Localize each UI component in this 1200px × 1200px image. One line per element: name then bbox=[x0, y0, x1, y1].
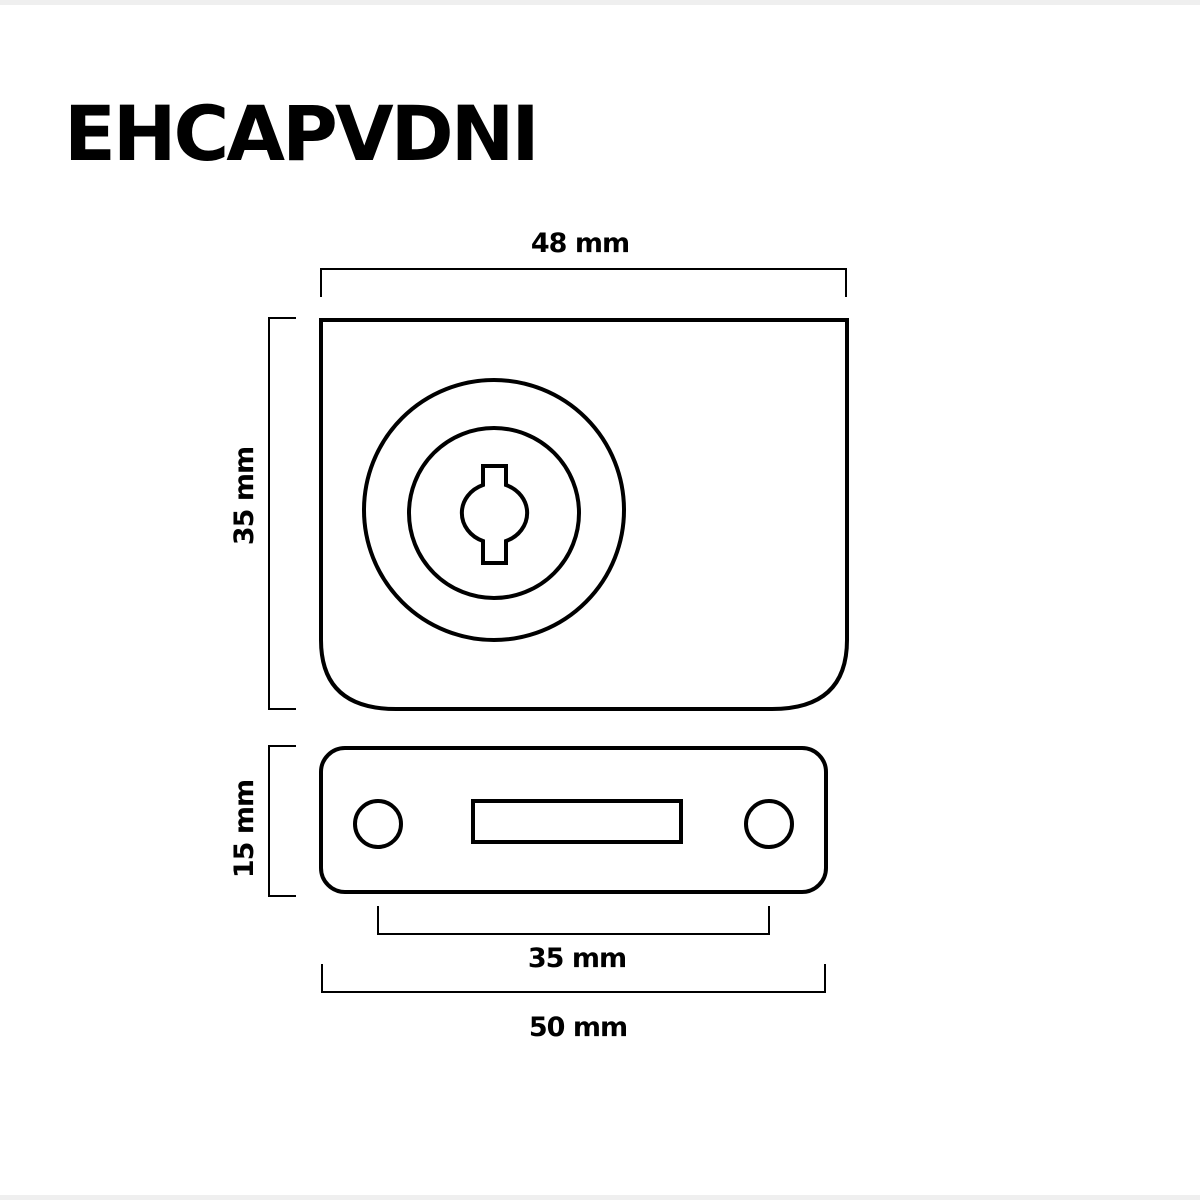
lock-cylinder bbox=[407, 426, 581, 600]
strike-plate-outline bbox=[319, 746, 828, 894]
top-band bbox=[0, 0, 1200, 5]
label-top-height: 35 mm bbox=[229, 447, 260, 545]
label-top-width: 48 mm bbox=[531, 228, 629, 259]
dim-bottom-width bbox=[321, 964, 826, 993]
product-title: EHCAPVDNI bbox=[64, 89, 540, 178]
dim-bottom-height bbox=[268, 745, 296, 897]
lock-outer-ring bbox=[362, 378, 626, 642]
bottom-band bbox=[0, 1195, 1200, 1200]
dim-top-width bbox=[320, 268, 847, 297]
bolt-slot bbox=[471, 799, 683, 844]
label-bottom-height: 15 mm bbox=[229, 780, 260, 878]
screw-hole-left bbox=[353, 799, 403, 849]
keyhole-icon bbox=[459, 464, 530, 565]
screw-hole-right bbox=[744, 799, 794, 849]
lock-body-outline bbox=[319, 318, 849, 711]
label-bottom-width: 50 mm bbox=[529, 1012, 627, 1043]
dim-top-height bbox=[268, 317, 296, 710]
dim-hole-spacing bbox=[377, 906, 770, 935]
label-hole-spacing: 35 mm bbox=[528, 943, 626, 974]
